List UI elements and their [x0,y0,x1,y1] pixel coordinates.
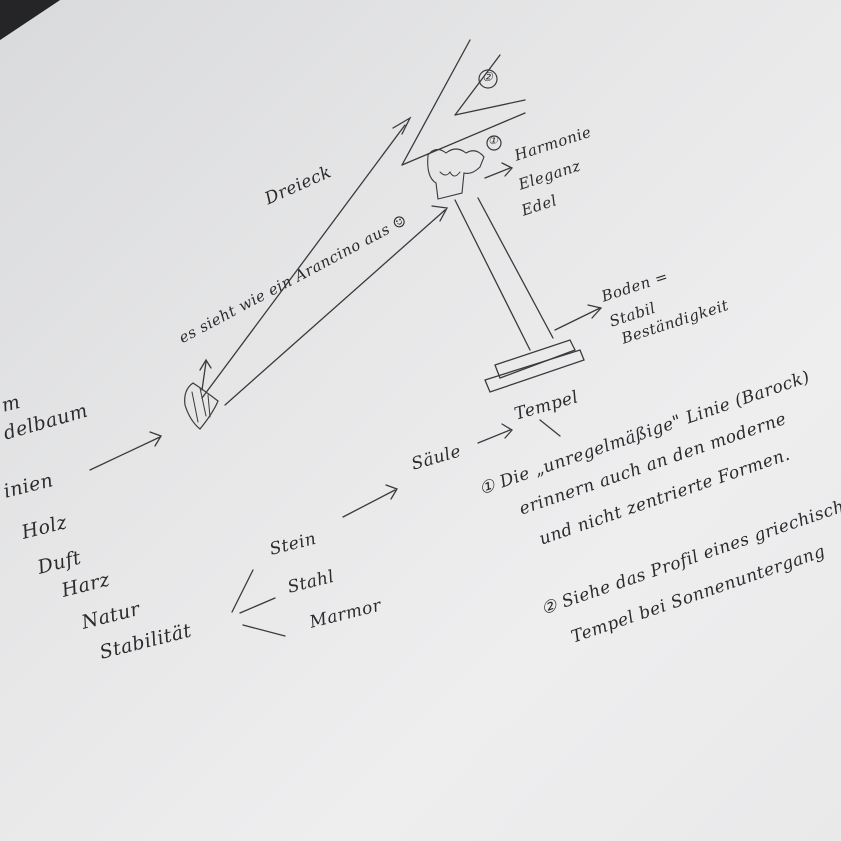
column-left [454,199,531,351]
arrow-head-harmonie [501,162,514,177]
inner-triangle-b [454,99,526,116]
inner-triangle-a [454,54,501,116]
triangle-line-bottom [401,112,526,166]
line-to-triangle [201,124,406,399]
arrow-up [201,361,207,391]
branch-marmor [242,624,286,637]
arrow-stein-to-saeule [342,489,396,518]
marker-2-circle [478,69,498,89]
capital [427,148,485,200]
line-to-boden [554,307,601,331]
line-to-harmonie [484,167,511,179]
arrow-head-capital [431,205,449,222]
arrow-head-top [392,116,412,135]
arrow-saeule-to-tempel [477,429,511,444]
arancino-shape [184,382,219,430]
branch-stahl [239,597,276,614]
triangle-line-left [401,39,471,166]
arrow-list-to-arancino [89,436,161,471]
base-step-1 [494,339,576,379]
arrow-head-boden [587,304,603,319]
marker-2-label: ② [482,70,494,84]
marker-1-circle [486,135,502,151]
base-step-2 [484,349,585,393]
line-to-capital [224,209,446,406]
branch-stein [231,569,254,613]
marker-1-label: ① [488,134,499,147]
column-right [477,197,554,339]
